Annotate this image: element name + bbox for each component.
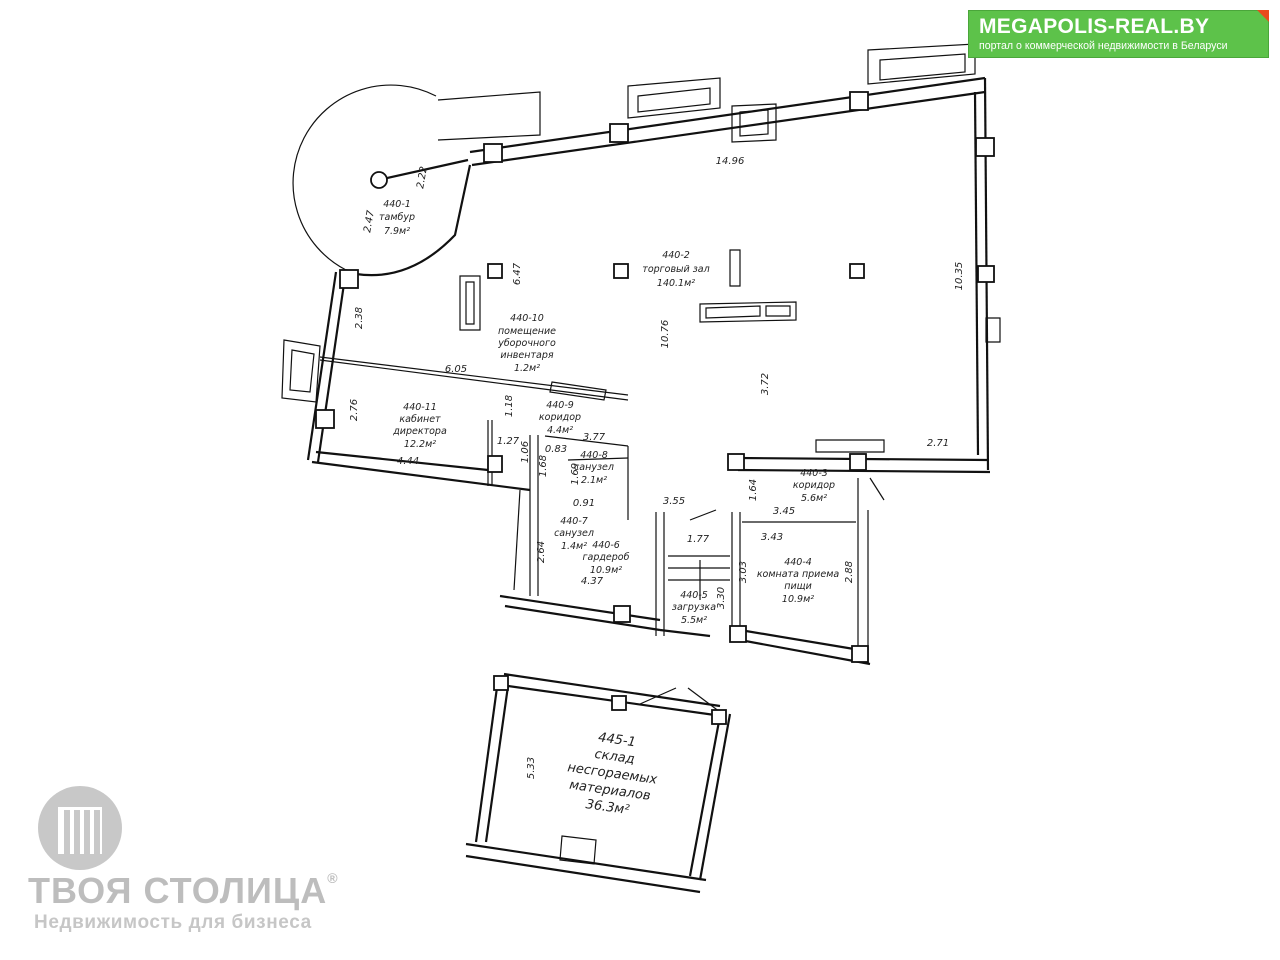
room-name-line-2: директора (392, 426, 447, 437)
room-area: 140.1м² (657, 278, 695, 289)
room-name: торговый зал (642, 264, 709, 275)
dimension-label: 10.76 (660, 320, 671, 349)
room-440-9: 440-9 коридор 4.4м² (539, 400, 581, 436)
room-440-5: 440-5 загрузка 5.5м² (672, 590, 716, 626)
room-name: коридор (793, 480, 835, 491)
room-area: 1.2м² (514, 363, 540, 374)
room-440-7: 440-7 санузел 1.4м² (554, 516, 594, 552)
room-440-8: 440-8 санузел 2.1м² (574, 450, 614, 486)
dimension-label: 3.03 (738, 561, 749, 583)
dimension-label: 3.72 (760, 373, 771, 395)
room-name: загрузка (672, 602, 716, 613)
room-name-line-3: инвентаря (500, 350, 553, 361)
room-id: 440-8 (580, 450, 608, 461)
dimension-label: 3.43 (761, 532, 783, 543)
room-name-line-1: кабинет (399, 414, 441, 425)
dimension-label: 1.18 (504, 395, 515, 417)
room-id: 440-3 (800, 468, 828, 479)
dimension-label: 2.38 (354, 307, 365, 329)
room-440-10: 440-10 помещение уборочного инвентаря 1.… (497, 313, 556, 374)
room-name-line-1: комната приема (757, 569, 840, 580)
room-id: 440-10 (510, 313, 544, 324)
room-id: 440-5 (680, 590, 708, 601)
registered-mark: ® (327, 870, 339, 886)
room-area: 7.9м² (384, 226, 410, 237)
dimension-label: 4.37 (581, 576, 604, 587)
room-440-3: 440-3 коридор 5.6м² (793, 468, 835, 504)
dimension-label: 2.76 (349, 399, 360, 421)
megapolis-banner[interactable]: MEGAPOLIS-REAL.BY портал о коммерческой … (968, 10, 1269, 58)
brand-name: ТВОЯ СТОЛИЦА® (28, 870, 339, 912)
dimension-label: 6.47 (512, 262, 523, 285)
room-name-line-1: помещение (498, 326, 556, 337)
room-440-6: 440-6 гардероб 10.9м² (583, 540, 630, 576)
brand-name-text: ТВОЯ СТОЛИЦА (28, 870, 328, 911)
room-name: коридор (539, 412, 581, 423)
dimension-label: 3.77 (583, 432, 606, 443)
room-name-line-2: уборочного (497, 338, 556, 349)
room-name: гардероб (583, 552, 630, 563)
room-area: 2.1м² (581, 475, 607, 486)
dimension-labels: 2.22 2.47 14.96 10.35 6.47 2.38 10.76 3.… (349, 156, 965, 779)
banner-subtitle: портал о коммерческой недвижимости в Бел… (979, 40, 1228, 52)
room-name: санузел (554, 528, 594, 539)
room-id: 440-1 (383, 199, 411, 210)
plan-walls (281, 43, 1001, 894)
room-area: 5.5м² (681, 615, 707, 626)
room-440-4: 440-4 комната приема пищи 10.9м² (757, 557, 840, 605)
dimension-label: 0.83 (545, 444, 567, 455)
room-area: 4.4м² (547, 425, 573, 436)
room-id: 440-4 (784, 557, 812, 568)
room-name: тамбур (379, 212, 415, 223)
dimension-label: 14.96 (716, 156, 745, 167)
room-id: 440-9 (546, 400, 574, 411)
room-id: 440-6 (592, 540, 620, 551)
building-logo-icon (38, 786, 122, 870)
dimension-label: 3.55 (663, 496, 685, 507)
room-name: санузел (574, 462, 614, 473)
dimension-label: 10.35 (954, 262, 965, 291)
dimension-label: 2.71 (927, 438, 949, 449)
dimension-label: 6.05 (445, 364, 467, 375)
dimension-label: 3.30 (716, 587, 727, 609)
plan-columns (315, 91, 995, 725)
room-labels: 440-1 тамбур 7.9м² 440-2 торговый зал 14… (379, 199, 840, 818)
dimension-label: 1.77 (687, 534, 710, 545)
room-area: 12.2м² (404, 439, 436, 450)
dimension-label: 2.47 (362, 209, 377, 233)
room-name-line-2: пищи (784, 581, 812, 592)
room-area: 1.4м² (561, 541, 587, 552)
room-name-line-1: склад (594, 747, 636, 767)
dimension-label: 1.06 (520, 441, 531, 463)
room-id: 445-1 (597, 730, 637, 750)
room-area: 5.6м² (801, 493, 827, 504)
dimension-label: 4.44 (397, 456, 419, 467)
room-area: 36.3м² (585, 797, 631, 818)
room-445-1: 445-1 склад несгораемых материалов 36.3м… (566, 730, 658, 818)
banner-corner-icon (1257, 10, 1269, 22)
room-id: 440-2 (662, 250, 690, 261)
room-area: 10.9м² (782, 594, 814, 605)
dimension-label: 1.68 (538, 455, 549, 477)
room-440-11: 440-11 кабинет директора 12.2м² (392, 402, 447, 450)
banner-title: MEGAPOLIS-REAL.BY (979, 15, 1210, 38)
room-area: 10.9м² (590, 565, 622, 576)
room-440-2: 440-2 торговый зал 140.1м² (642, 250, 709, 289)
brand-watermark: ТВОЯ СТОЛИЦА® Недвижимость для бизнеса (24, 784, 384, 944)
room-id: 440-11 (403, 402, 437, 413)
dimension-label: 5.33 (526, 757, 537, 779)
dimension-label: 1.27 (497, 436, 520, 447)
dimension-label: 2.22 (415, 166, 430, 190)
room-440-1: 440-1 тамбур 7.9м² (379, 199, 415, 237)
dimension-label: 2.64 (536, 541, 547, 563)
dimension-label: 0.91 (573, 498, 595, 509)
dimension-label: 2.88 (844, 561, 855, 583)
room-id: 440-7 (560, 516, 588, 527)
dimension-label: 1.64 (748, 479, 759, 501)
brand-tagline: Недвижимость для бизнеса (34, 912, 312, 933)
dimension-label: 3.45 (773, 506, 795, 517)
dimension-label: 1.69 (570, 463, 581, 485)
